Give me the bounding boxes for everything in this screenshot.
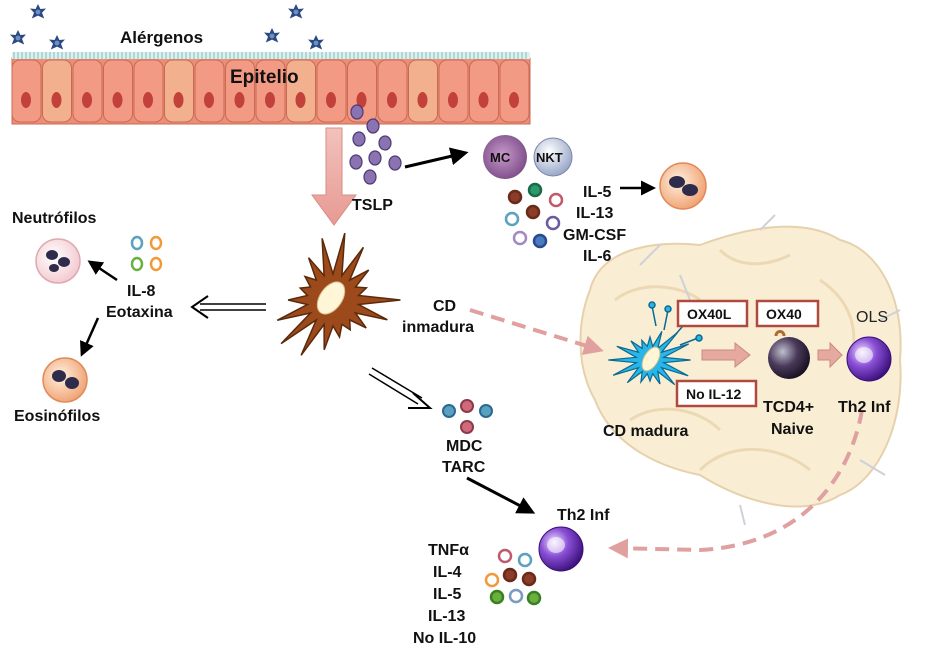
cytokine-label-0: IL-5 xyxy=(583,184,612,201)
tslp-flow-arrow xyxy=(311,127,357,226)
bottom-cytokine-0: TNFα xyxy=(428,542,469,559)
eosinophil-top xyxy=(659,162,707,210)
tcd4-naive-cell xyxy=(768,330,810,379)
tslp-molecules xyxy=(349,104,402,185)
epithelium-label: Epitelio xyxy=(230,67,299,88)
tslp-label: TSLP xyxy=(352,197,393,214)
cytokine-label-1: IL-13 xyxy=(576,205,613,222)
bottom-cytokine-3: IL-13 xyxy=(428,608,465,625)
eotaxin-label: Eotaxina xyxy=(106,304,173,321)
nkt-cell: NKT xyxy=(533,137,573,177)
th2-bottom-label: Th2 Inf xyxy=(557,507,610,524)
tcd4-label-0: TCD4+ xyxy=(763,399,814,416)
th2-right-label: Th2 Inf xyxy=(838,399,891,416)
il8-label: IL-8 xyxy=(127,283,156,300)
arrow-to-eosinophil-left xyxy=(80,317,100,357)
allergen-icon xyxy=(308,35,324,50)
th2-cell-bottom xyxy=(538,526,584,572)
migration-arrow xyxy=(469,308,604,355)
mature-dc-label: CD madura xyxy=(603,423,688,440)
allergens-label: Alérgenos xyxy=(120,28,203,47)
bottom-cytokine-1: IL-4 xyxy=(433,564,462,581)
neutrophils-label: Neutrófilos xyxy=(12,210,97,227)
cytokine-label-3: IL-6 xyxy=(583,248,612,265)
epithelium-layer xyxy=(11,52,531,125)
mc-label: MC xyxy=(490,150,511,165)
arrow-dc-to-tcd4 xyxy=(701,341,751,369)
bottom-cytokine-4: No IL-10 xyxy=(413,630,476,647)
no-il12-box: No IL-12 xyxy=(675,379,758,408)
mdc-tarc-dots xyxy=(442,399,493,434)
no-il12-label: No IL-12 xyxy=(686,386,741,402)
ox40l-label: OX40L xyxy=(687,306,732,322)
arrow-to-mc xyxy=(404,147,469,169)
immature-dc-label-1: inmadura xyxy=(402,319,474,336)
double-arrow-to-il8 xyxy=(190,295,266,319)
ox40-label: OX40 xyxy=(766,306,802,322)
eosinophils-label: Eosinófilos xyxy=(14,408,100,425)
bottom-cytokine-2: IL-5 xyxy=(433,586,462,603)
tcd4-label-1: Naive xyxy=(771,421,814,438)
ox40l-box: OX40L xyxy=(676,299,749,328)
double-arrow-to-mdc xyxy=(368,367,433,409)
cytokine-dots-bottom xyxy=(484,548,542,606)
immature-dendritic-cell xyxy=(276,232,401,356)
immature-dc-label-0: CD xyxy=(433,298,456,315)
allergen-icon xyxy=(30,4,46,19)
cytokine-label-2: GM-CSF xyxy=(563,227,626,244)
arrow-to-neutrophil xyxy=(87,260,118,282)
th2-return-arrow xyxy=(608,409,864,559)
arrow-tcd4-to-th2 xyxy=(817,341,843,369)
allergen-icon xyxy=(264,28,280,43)
neutrophil xyxy=(35,238,81,284)
tarc-label: TARC xyxy=(442,459,486,476)
nkt-label: NKT xyxy=(536,150,563,165)
allergen-icon xyxy=(49,35,65,50)
lymph-node xyxy=(579,214,902,526)
th2-cell-right xyxy=(846,336,892,382)
arrow-to-th2 xyxy=(466,476,536,514)
il8-eotaxin-dots xyxy=(130,235,163,272)
ols-label: OLS xyxy=(856,309,888,326)
mdc-label: MDC xyxy=(446,438,483,455)
allergen-icon xyxy=(288,4,304,19)
allergen-icon xyxy=(10,30,26,45)
eosinophil-left xyxy=(42,357,88,403)
ox40-box: OX40 xyxy=(755,299,820,328)
mast-cell: MC xyxy=(483,135,527,179)
cytokine-dots-top xyxy=(504,182,564,249)
